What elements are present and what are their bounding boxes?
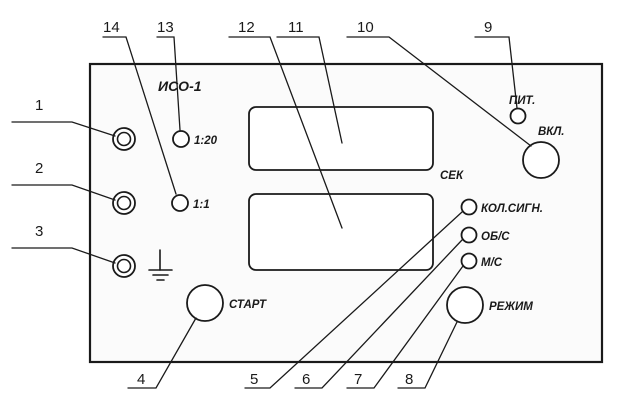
lamp-m-s — [460, 252, 478, 270]
socket-3 — [112, 254, 136, 278]
lamp-ratio-1-1-label: 1:1 — [193, 199, 210, 211]
callout-8: 8 — [405, 371, 413, 388]
callout-6: 6 — [302, 371, 310, 388]
start-label: СТАРТ — [229, 299, 267, 311]
ground-icon — [148, 249, 173, 281]
lamp-count-signals-label: КОЛ.СИГН. — [481, 203, 543, 215]
callout-1: 1 — [35, 97, 43, 114]
lamp-m-s-label: М/С — [481, 257, 503, 269]
socket-2 — [112, 191, 136, 215]
lamp-ratio-1-20-label: 1:20 — [194, 135, 218, 147]
callout-11: 11 — [288, 19, 304, 36]
callout-9: 9 — [484, 19, 492, 36]
power-label: ПИТ. — [509, 95, 535, 107]
power-on-label: ВКЛ. — [538, 126, 564, 138]
lamp-rev-s-label: ОБ/С — [481, 231, 510, 243]
socket-1 — [112, 127, 136, 151]
lamp-ratio-1-1 — [171, 194, 189, 212]
power-on-button — [522, 141, 560, 179]
callout-14: 14 — [103, 19, 120, 36]
callout-7: 7 — [354, 371, 362, 388]
callout-13: 13 — [157, 19, 174, 36]
callout-2: 2 — [35, 160, 43, 177]
lamp-ratio-1-20 — [172, 130, 190, 148]
sec-label: СЕК — [440, 170, 464, 182]
leader-lines — [11, 36, 532, 389]
callout-10: 10 — [357, 19, 374, 36]
power-lamp — [509, 107, 527, 125]
mode-label: РЕЖИМ — [489, 301, 533, 313]
callout-12: 12 — [238, 19, 255, 36]
callout-3: 3 — [35, 223, 43, 240]
lamp-count-signals — [460, 198, 478, 216]
lamp-rev-s — [460, 226, 478, 244]
device-title: ИСО-1 — [158, 78, 202, 94]
display-bottom — [248, 193, 434, 271]
callout-5: 5 — [250, 371, 258, 388]
callout-4: 4 — [137, 371, 145, 388]
start-button — [186, 284, 224, 322]
mode-button — [446, 286, 484, 324]
